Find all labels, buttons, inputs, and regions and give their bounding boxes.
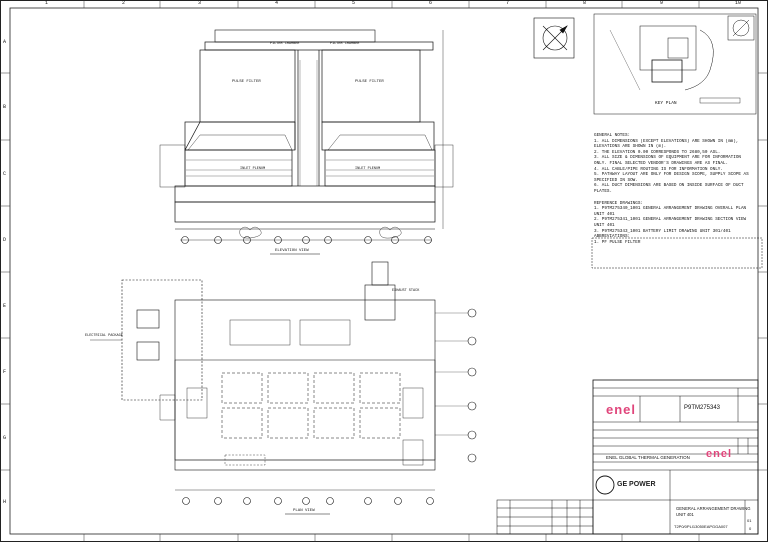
plan-view <box>90 261 477 515</box>
left-lower-tag: INLET PLENUM <box>240 167 266 171</box>
abbreviation-line: 1. PF PULSE FILTER <box>594 239 641 245</box>
note-line: 2. THE ELEVATION 0.00 CORRESPONDS TO 268… <box>594 149 721 155</box>
enel-logo-bottom: enel <box>706 448 733 460</box>
note-line: 6. ALL DUCT DIMENSIONS ARE BASED ON INSI… <box>594 183 744 189</box>
left-top-tag: FILTER CHAMBER <box>270 42 300 46</box>
note-line: 1. ALL DIMENSIONS (EXCEPT ELEVATIONS) AR… <box>594 138 739 144</box>
drawing-number: T2P0/0PLI13050EAPGGA007 <box>674 524 728 529</box>
north-arrow-icon <box>533 17 575 59</box>
grid-row-label-e: E <box>3 303 7 309</box>
elevation-view <box>159 29 454 255</box>
abbreviations-title: ABBREVIATIONS: <box>594 234 631 240</box>
note-line: 3. ALL SIZE & DIMENSIONS OF EQUIPMENT AR… <box>594 155 741 161</box>
plan-stack-tag: EXHAUST STACK <box>392 289 420 293</box>
note-line: PLATES. <box>594 188 613 194</box>
title-block <box>496 379 759 535</box>
plan-left-tag: ELECTRICAL PACKAGE <box>85 334 123 338</box>
inner-frame <box>9 7 759 535</box>
grid-row-label-b: B <box>3 104 7 110</box>
right-top-tag: FILTER CHAMBER <box>330 42 360 46</box>
grid-col-label-1: 1 <box>45 0 49 6</box>
notes-cloud <box>591 237 763 269</box>
grid-row-label-g: G <box>3 435 7 441</box>
grid-col-label-4: 4 <box>275 0 279 6</box>
right-filter-house <box>321 49 421 123</box>
right-lower-tag: INLET PLENUM <box>355 167 381 171</box>
note-line: 4. ALL CABLE/PIPE ROUTING IS FOR INFORMA… <box>594 166 723 172</box>
left-filter-house <box>199 49 296 123</box>
reference-line: 3. P9TM275343_1001 BATTERY LIMIT DRAWING… <box>594 228 731 234</box>
elevation-view-title: ELEVATION VIEW <box>275 249 309 253</box>
doc-number: P9TM275343 <box>684 405 721 411</box>
right-pulse-filter-label: PULSE FILTER <box>355 80 384 84</box>
plan-view-title: PLAN VIEW <box>293 509 315 513</box>
note-line: SPECIFIED IN SOW. <box>594 177 638 183</box>
reference-line: 2. P9TM275341_1001 GENERAL ARRANGEMENT D… <box>594 217 747 223</box>
reference-line: 1. P9TM275340_1001 GENERAL ARRANGEMENT D… <box>594 206 747 212</box>
grid-row-label-f: F <box>3 369 7 375</box>
revision: 0 <box>749 526 752 531</box>
grid-col-label-3: 3 <box>198 0 202 6</box>
notes-title: GENERAL NOTES: <box>594 133 631 138</box>
grid-row-label-d: D <box>3 237 7 243</box>
sheet-number: 01 <box>747 518 752 523</box>
drawing-title-line-2: UNIT 401 <box>676 512 694 517</box>
ge-logo-icon <box>595 475 615 495</box>
enel-logo-top: enel <box>606 402 637 417</box>
grid-row-label-h: H <box>3 499 7 505</box>
drawing-title-line-1: GENERAL ARRANGEMENT DRAWING <box>676 506 751 511</box>
general-notes: GENERAL NOTES: 1. ALL DIMENSIONS (EXCEPT… <box>594 133 760 245</box>
reference-line: UNIT 401 <box>594 211 615 217</box>
key-plan-title: KEY PLAN <box>655 101 677 106</box>
grid-col-label-2: 2 <box>122 0 126 6</box>
left-pulse-filter-label: PULSE FILTER <box>232 80 261 84</box>
grid-col-label-9: 9 <box>660 0 664 6</box>
grid-col-label-6: 6 <box>429 0 433 6</box>
note-line: 5. PATHWAY LAYOUT ARE ONLY FOR DESIGN SC… <box>594 172 749 178</box>
client-name: ENEL GLOBAL THERMAL GENERATION <box>606 455 690 460</box>
grid-col-label-5: 5 <box>352 0 356 6</box>
reference-title: REFERENCE DRAWINGS: <box>594 200 643 206</box>
note-line: ELEVATIONS ARE SHOWN IN (m). <box>594 144 667 150</box>
key-plan <box>593 13 757 115</box>
note-line: ONLY. FINAL SELECTED VENDOR'S DRAWINGS A… <box>594 160 729 166</box>
grid-col-label-8: 8 <box>583 0 587 6</box>
plan-main-block <box>174 299 436 471</box>
grid-col-label-7: 7 <box>506 0 510 6</box>
grid-col-label-10: 10 <box>735 0 742 6</box>
grid-row-label-a: A <box>3 39 7 45</box>
ge-power-logo: GE POWER <box>617 481 656 488</box>
reference-line: UNIT 401 <box>594 222 615 228</box>
grid-row-label-c: C <box>3 171 7 177</box>
